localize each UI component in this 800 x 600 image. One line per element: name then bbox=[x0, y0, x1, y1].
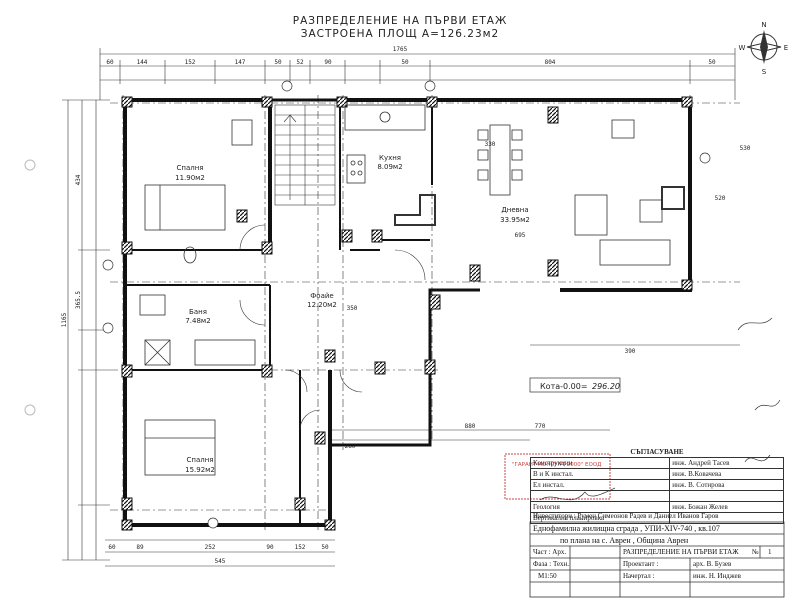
project-line-2: по плана на с. Аврен , Община Аврен bbox=[560, 536, 689, 545]
room-area: 12.20м2 bbox=[307, 301, 337, 309]
dim-misc: 695 bbox=[515, 232, 526, 239]
approval-name: инж. Божан Желев bbox=[669, 501, 784, 513]
approval-name bbox=[669, 512, 784, 524]
approval-role: В и К инстал. bbox=[529, 468, 671, 480]
drawing-no-label: № bbox=[752, 548, 759, 556]
drawing-title: РАЗПРЕДЕЛЕНИЕ НА ПЪРВИ ЕТАЖ bbox=[623, 548, 739, 556]
approval-role: Геология bbox=[529, 501, 671, 513]
approval-name: инж. Андрей Тасев bbox=[669, 457, 784, 469]
dim-misc: 530 bbox=[740, 145, 751, 152]
punch-hole bbox=[24, 404, 36, 416]
table-row bbox=[529, 490, 784, 502]
dim-top: 90 bbox=[324, 59, 332, 66]
approval-heading: СЪГЛАСУВАНЕ bbox=[630, 448, 684, 456]
dim-top: 804 bbox=[545, 59, 556, 66]
dim-top: 60 bbox=[106, 59, 114, 66]
designer-name: арх. В. Бузев bbox=[693, 560, 732, 568]
project-line-1: Еднофамилна жилищна сграда , УПИ-XIV-740… bbox=[533, 524, 720, 533]
dim-top: 50 bbox=[274, 59, 282, 66]
room-name: Спалня bbox=[176, 164, 203, 172]
drawing-no: 1 bbox=[768, 548, 772, 556]
axis-markers bbox=[102, 80, 711, 529]
compass-n: N bbox=[761, 21, 766, 29]
dim-misc: 390 bbox=[625, 348, 636, 355]
room-area: 33.95м2 bbox=[500, 216, 530, 224]
plan-subtitle: ЗАСТРОЕНА ПЛОЩ А=126.23м2 bbox=[301, 28, 500, 40]
room-area: 15.92м2 bbox=[185, 466, 215, 474]
dim-misc: 520 bbox=[715, 195, 726, 202]
room-area: 7.48м2 bbox=[185, 317, 210, 325]
room-area: 11.90м2 bbox=[175, 174, 205, 182]
dim-bottom: 252 bbox=[205, 544, 216, 551]
dim-left-total: 1165 bbox=[61, 312, 68, 327]
room-name: Спалня bbox=[186, 456, 213, 464]
table-row: Вертикална планировка bbox=[529, 512, 784, 524]
dim-top: 144 bbox=[137, 59, 148, 66]
room-name: Кухня bbox=[379, 154, 401, 162]
investor-line: Инвеститори : Румен Симеонов Радев и Дан… bbox=[533, 512, 719, 520]
level-label: Кота-0.00= bbox=[540, 382, 588, 391]
table-row: Ел инстал.инж. В. Сотирова bbox=[529, 479, 784, 491]
dim-misc: 350 bbox=[347, 305, 358, 312]
dim-top: 52 bbox=[296, 59, 304, 66]
room-name: Фоайе bbox=[310, 292, 333, 300]
dim-top: 50 bbox=[401, 59, 409, 66]
approval-role: Ел инстал. bbox=[529, 479, 671, 491]
dim-left: 365.5 bbox=[75, 291, 82, 309]
staircase bbox=[274, 104, 336, 206]
dim-bottom: 90 bbox=[266, 544, 274, 551]
dim-top: 152 bbox=[185, 59, 196, 66]
approval-name: инж. В. Сотирова bbox=[669, 479, 784, 491]
compass-e: E bbox=[784, 44, 788, 52]
level-mark: Кота-0.00= 296.20 bbox=[529, 377, 621, 393]
dim-bottom-total: 545 bbox=[215, 558, 226, 565]
dim-bottom: 89 bbox=[136, 544, 144, 551]
dim-bottom: 152 bbox=[295, 544, 306, 551]
approval-role: Вертикална планировка bbox=[529, 512, 671, 524]
designer-label: Проектант : bbox=[623, 560, 659, 568]
room-area: 8.09м2 bbox=[377, 163, 402, 171]
compass-w: W bbox=[739, 44, 746, 52]
punch-hole bbox=[24, 159, 36, 171]
table-row: В и К инстал.инж. В.Ковачева bbox=[529, 468, 784, 480]
level-value: 296.20 bbox=[592, 382, 620, 391]
dim-left: 434 bbox=[75, 174, 82, 185]
dim-top: 147 bbox=[235, 59, 246, 66]
compass-s: S bbox=[762, 68, 767, 76]
door-swings bbox=[239, 224, 426, 431]
dim-bottom: 50 bbox=[321, 544, 329, 551]
draftsman-label: Начертал : bbox=[623, 572, 655, 580]
part-label: Част : Арх. bbox=[533, 548, 567, 556]
room-name: Баня bbox=[189, 308, 207, 316]
compass-icon: N S E W bbox=[739, 21, 789, 76]
room-name: Дневна bbox=[501, 206, 528, 214]
dim-bottom: 60 bbox=[108, 544, 116, 551]
scale-label: М1:50 bbox=[538, 572, 557, 580]
title-block bbox=[529, 521, 785, 598]
dim-misc: 770 bbox=[535, 423, 546, 430]
columns bbox=[121, 96, 693, 531]
furniture bbox=[139, 104, 685, 476]
dim-misc: 880 bbox=[465, 423, 476, 430]
approval-name: инж. В.Ковачева bbox=[669, 468, 784, 480]
phase-label: Фаза : Техн. bbox=[533, 560, 569, 568]
draftsman-name: инж. Н. Инджев bbox=[693, 572, 741, 580]
plan-title: РАЗПРЕДЕЛЕНИЕ НА ПЪРВИ ЕТАЖ bbox=[293, 15, 508, 27]
dim-top: 50 bbox=[708, 59, 716, 66]
approval-role: Конструкции bbox=[529, 457, 671, 469]
dim-overall-top: 1765 bbox=[393, 46, 408, 53]
approval-role bbox=[529, 490, 671, 502]
approval-name bbox=[669, 490, 784, 502]
